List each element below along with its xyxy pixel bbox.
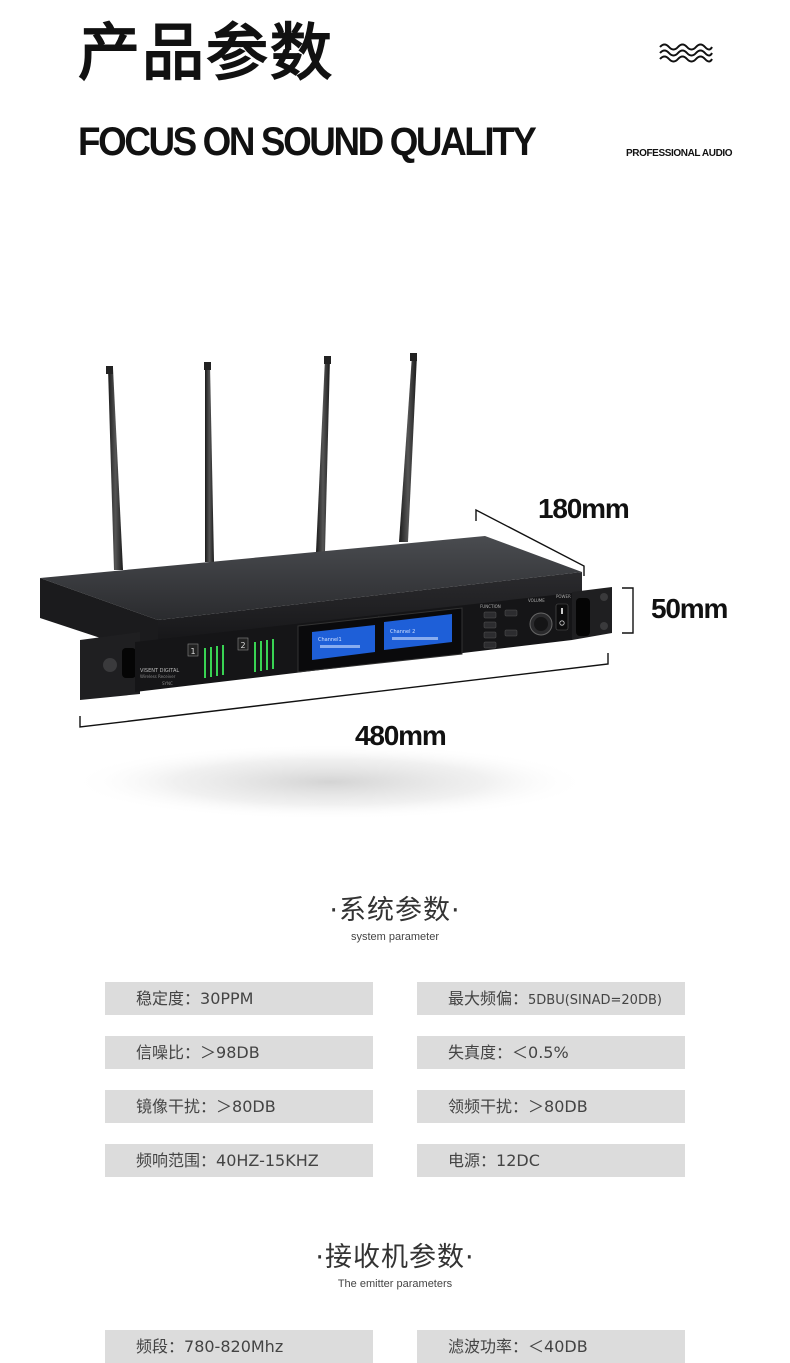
param-value: 30PPM — [200, 989, 254, 1008]
section-title-cn: ·接收机参数· — [315, 1242, 475, 1273]
param-value: ＜40DB — [528, 1337, 588, 1356]
param-value: ＞80DB — [216, 1097, 276, 1116]
svg-text:VOLUME: VOLUME — [528, 598, 545, 603]
dimension-lines — [79, 508, 634, 728]
param-adjacent-interference: 领频干扰：＞80DB — [417, 1090, 685, 1123]
system-parameter-heading: ·系统参数· system parameter — [0, 888, 790, 943]
page-title-cn: 产品参数 — [78, 16, 335, 89]
param-label: 镜像干扰： — [136, 1097, 217, 1116]
param-max-deviation: 最大频偏：5DBU(SINAD=20DB) — [417, 982, 685, 1015]
param-label: 稳定度： — [136, 989, 201, 1008]
section-title-cn: ·系统参数· — [329, 895, 461, 926]
product-shadow — [70, 744, 590, 820]
param-value: 40HZ-15KHZ — [216, 1151, 319, 1170]
param-distortion: 失真度：＜0.5% — [417, 1036, 685, 1069]
param-image-rejection: 镜像干扰：＞80DB — [105, 1090, 373, 1123]
param-value: ＞98DB — [200, 1043, 260, 1062]
param-value: ＞80DB — [528, 1097, 588, 1116]
param-filter-power: 滤波功率：＜40DB — [417, 1330, 685, 1363]
tagline: PROFESSIONAL AUDIO — [626, 148, 733, 159]
param-label: 失真度： — [448, 1043, 513, 1062]
antennas — [106, 353, 417, 570]
param-stability: 稳定度：30PPM — [105, 982, 373, 1015]
function-buttons: FUNCTION — [480, 604, 518, 649]
param-snr: 信噪比：＞98DB — [105, 1036, 373, 1069]
page-subtitle-en: FOCUS ON SOUND QUALITY — [78, 120, 537, 164]
param-value: 12DC — [496, 1151, 540, 1170]
wave-lines-icon — [659, 43, 713, 63]
svg-text:Wireless Receiver: Wireless Receiver — [140, 674, 176, 679]
param-label: 最大频偏： — [448, 989, 529, 1008]
svg-text:Channel1: Channel1 — [318, 637, 342, 643]
svg-text:VISENT DIGITAL: VISENT DIGITAL — [140, 668, 179, 674]
param-value: ＜0.5% — [512, 1043, 569, 1062]
svg-text:Channel 2: Channel 2 — [390, 629, 415, 635]
param-label: 滤波功率： — [448, 1337, 529, 1356]
param-frequency-band: 频段：780-820Mhz — [105, 1330, 373, 1363]
svg-text:POWER: POWER — [556, 594, 571, 599]
param-label: 频段： — [136, 1337, 185, 1356]
section-title-en: The emitter parameters — [337, 1278, 453, 1290]
volume-knob: VOLUME — [528, 598, 553, 636]
channel-blocks: 1 2 VISENT DIGITAL Wireless Receiver SYN… — [140, 637, 274, 686]
section-title-en: system parameter — [350, 931, 440, 943]
svg-text:1: 1 — [191, 647, 196, 656]
param-label: 频响范围： — [136, 1151, 217, 1170]
product-image: 1 2 VISENT DIGITAL Wireless Receiver SYN… — [40, 353, 634, 820]
param-label: 信噪比： — [136, 1043, 201, 1062]
svg-text:FUNCTION: FUNCTION — [480, 604, 501, 609]
lcd-display: DISPLAY Channel1 Channel 2 — [297, 607, 463, 673]
param-power-supply: 电源：12DC — [417, 1144, 685, 1177]
dimension-height: 50mm — [651, 593, 728, 624]
power-switch: POWER — [555, 594, 571, 631]
param-value: 780-820Mhz — [184, 1337, 284, 1356]
svg-text:SYNC: SYNC — [162, 681, 173, 686]
param-label: 领频干扰： — [448, 1097, 529, 1116]
svg-text:2: 2 — [241, 641, 246, 650]
receiver-parameter-heading: ·接收机参数· The emitter parameters — [0, 1235, 790, 1290]
dimension-depth: 180mm — [538, 493, 630, 524]
dimension-width: 480mm — [355, 720, 447, 751]
param-frequency-response: 频响范围：40HZ-15KHZ — [105, 1144, 373, 1177]
param-value: 5DBU(SINAD=20DB) — [528, 993, 662, 1008]
param-label: 电源： — [448, 1151, 497, 1170]
